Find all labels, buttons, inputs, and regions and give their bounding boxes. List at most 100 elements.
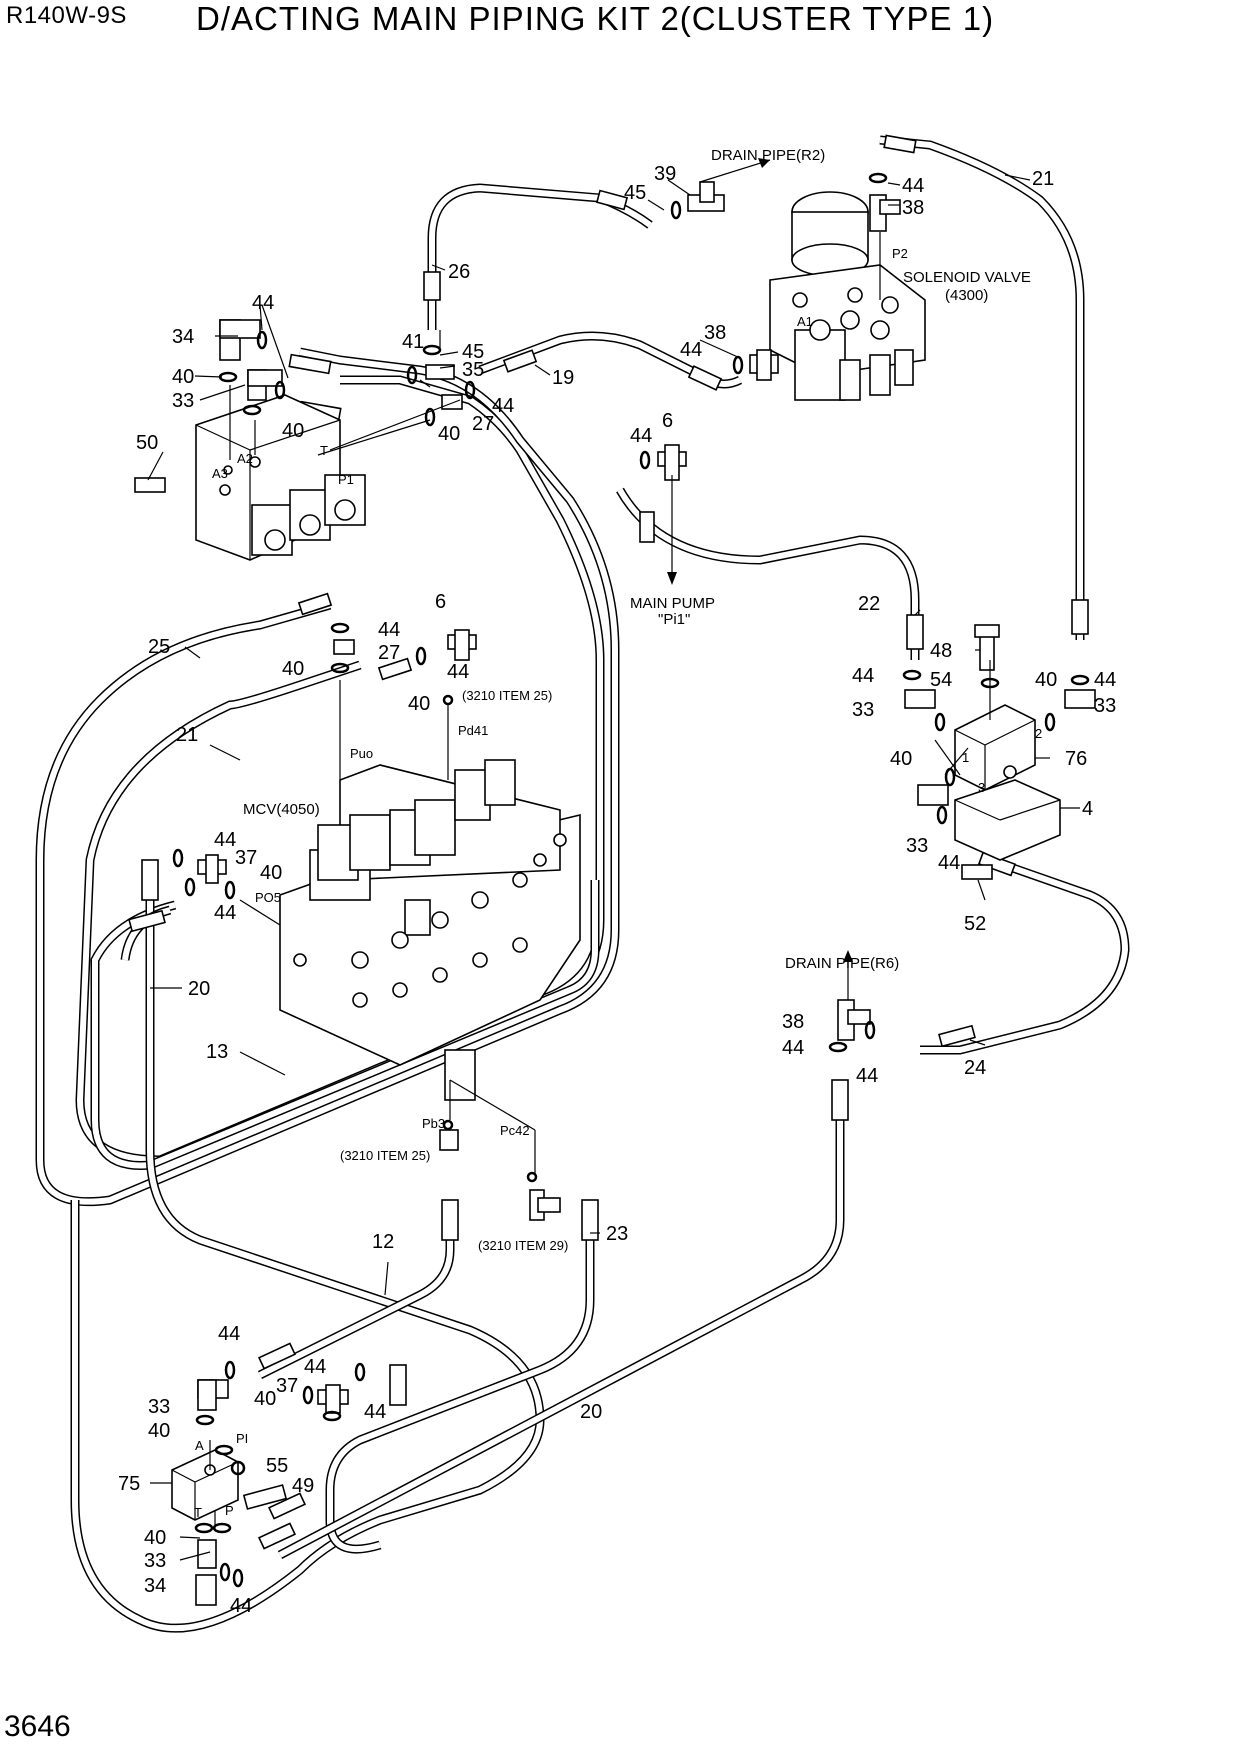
callout: 21 [1032, 168, 1054, 190]
callout: 40 [260, 862, 282, 884]
callout: 44 [680, 339, 702, 361]
callout: 44 [1094, 669, 1116, 691]
port-p2: P2 [892, 246, 908, 261]
callout: 25 [148, 636, 170, 658]
callout: 33 [172, 390, 194, 412]
callout: 44 [214, 829, 236, 851]
port-3: 3 [978, 780, 985, 795]
callout: 37 [235, 847, 257, 869]
port-pb3: Pb3 [422, 1116, 445, 1131]
callout: 6 [435, 591, 446, 613]
valve-block-76 [954, 704, 1036, 791]
port-a3: A3 [212, 466, 228, 481]
callout: 4 [1082, 798, 1093, 820]
port-a1: A1 [797, 314, 813, 329]
fittings [134, 181, 1096, 1606]
solenoid-valve-number: (4300) [945, 287, 988, 304]
callout: 33 [148, 1396, 170, 1418]
callout: 39 [654, 163, 676, 185]
callout: 44 [902, 175, 924, 197]
drain-pipe-r2-label: DRAIN PIPE(R2) [711, 147, 825, 164]
callout: 40 [438, 423, 460, 445]
main-control-valve [279, 759, 581, 1101]
callout: 44 [630, 425, 652, 447]
callout: 34 [172, 326, 194, 348]
callout: 38 [782, 1011, 804, 1033]
callout: 44 [852, 665, 874, 687]
solenoid-valve-label: SOLENOID VALVE [903, 269, 1031, 286]
callout: 40 [282, 658, 304, 680]
callout: 52 [964, 913, 986, 935]
callout: 20 [580, 1401, 602, 1423]
bracket-4 [954, 779, 1061, 861]
callout: 37 [276, 1375, 298, 1397]
callout: 13 [206, 1041, 228, 1063]
callout: 48 [930, 640, 952, 662]
callout: 44 [447, 661, 469, 683]
callout: 44 [230, 1595, 252, 1617]
port-t-bottom: T [194, 1505, 202, 1520]
hose-lines [35, 135, 1130, 1633]
callout: 33 [906, 835, 928, 857]
callout: 76 [1065, 748, 1087, 770]
item25-upper-label: (3210 ITEM 25) [462, 688, 552, 703]
callout: 49 [292, 1475, 314, 1497]
callout: 27 [472, 413, 494, 435]
port-pi: PI [236, 1431, 248, 1446]
callout: 75 [118, 1473, 140, 1495]
main-pump-port: "Pi1" [658, 611, 690, 628]
port-p: P [225, 1503, 234, 1518]
callout: 44 [378, 619, 400, 641]
callout: 45 [624, 182, 646, 204]
callout: 55 [266, 1455, 288, 1477]
callout: 40 [408, 693, 430, 715]
callout: 45 [462, 341, 484, 363]
callout: 44 [782, 1037, 804, 1059]
callout: 44 [856, 1065, 878, 1087]
callout: 21 [176, 724, 198, 746]
callout: 44 [218, 1323, 240, 1345]
callout: 27 [378, 642, 400, 664]
port-puo: Puo [350, 746, 373, 761]
callout: 33 [1094, 695, 1116, 717]
callout: 54 [930, 669, 952, 691]
callout: 19 [552, 367, 574, 389]
callout: 44 [938, 852, 960, 874]
item25-lower-label: (3210 ITEM 25) [340, 1148, 430, 1163]
port-pd41: Pd41 [458, 723, 488, 738]
port-1: 1 [962, 750, 969, 765]
leader-lines [147, 174, 1080, 1561]
callout: 44 [304, 1356, 326, 1378]
callout: 44 [492, 395, 514, 417]
callout: 35 [462, 359, 484, 381]
item29-label: (3210 ITEM 29) [478, 1238, 568, 1253]
mcv-label: MCV(4050) [243, 801, 320, 818]
callout: 44 [364, 1401, 386, 1423]
callout: 50 [136, 432, 158, 454]
callout: 44 [252, 292, 274, 314]
port-pc42: Pc42 [500, 1123, 530, 1138]
hose-crimp-marks [128, 134, 1089, 1550]
callout: 40 [144, 1527, 166, 1549]
o-rings [172, 172, 1090, 1588]
callout: 6 [662, 410, 673, 432]
callout-numbers: 39 45 44 38 21 26 44 34 41 45 35 40 33 4… [118, 163, 1116, 1617]
callout: 33 [852, 699, 874, 721]
port-t: T [320, 443, 328, 458]
page-title: D/ACTING MAIN PIPING KIT 2(CLUSTER TYPE … [196, 0, 995, 37]
callout: 40 [1035, 669, 1057, 691]
callout: 40 [254, 1388, 276, 1410]
callout: 22 [858, 593, 880, 615]
cluster-valve-block [195, 394, 366, 561]
callout: 40 [148, 1420, 170, 1442]
model-code: R140W-9S [6, 2, 127, 29]
callout: 33 [144, 1550, 166, 1572]
callout: 26 [448, 261, 470, 283]
callout: 12 [372, 1231, 394, 1253]
port-2: 2 [1035, 726, 1042, 741]
callout: 20 [188, 978, 210, 1000]
callout: 40 [172, 366, 194, 388]
solenoid-valve-4300 [769, 191, 926, 401]
callout: 24 [964, 1057, 986, 1079]
